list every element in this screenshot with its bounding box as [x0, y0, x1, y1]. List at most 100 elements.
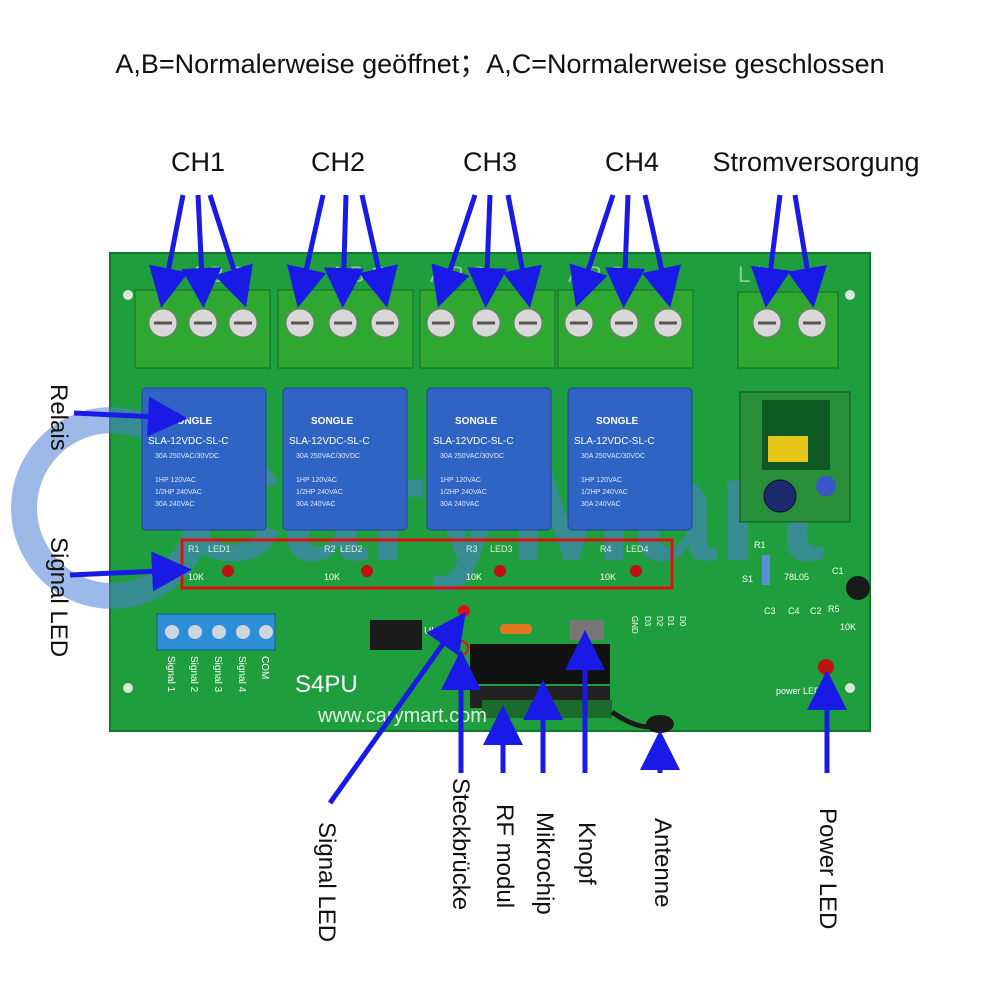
- svg-text:Signal 2: Signal 2: [188, 656, 199, 693]
- relay-ch1: SONGLE SLA-12VDC-SL-C 30A 250VAC/30VDC 1…: [141, 387, 267, 531]
- terminal-letters-ch4: A B C: [568, 262, 624, 287]
- svg-text:LED1: LED1: [208, 544, 231, 554]
- svg-text:30A 240VAC: 30A 240VAC: [440, 501, 480, 508]
- svg-text:ULN: ULN: [424, 626, 444, 637]
- svg-text:30A 240VAC: 30A 240VAC: [581, 501, 621, 508]
- svg-text:30A 250VAC/30VDC: 30A 250VAC/30VDC: [581, 453, 645, 460]
- svg-text:78L05: 78L05: [784, 572, 809, 582]
- callout-arrows: [69, 194, 847, 805]
- svg-text:R4: R4: [600, 544, 612, 554]
- terminal-block-ch4: [557, 289, 694, 369]
- svg-text:LED3: LED3: [490, 544, 513, 554]
- svg-text:R1: R1: [754, 540, 766, 550]
- label-power-supply: Stromversorgung: [712, 147, 920, 177]
- label-ch3: CH3: [462, 147, 518, 177]
- svg-text:SLA-12VDC-SL-C: SLA-12VDC-SL-C: [574, 436, 655, 447]
- label-antenne: Antenne: [649, 818, 676, 908]
- svg-text:D2: D2: [655, 616, 664, 627]
- svg-text:power LED: power LED: [776, 686, 821, 696]
- svg-text:R2: R2: [324, 544, 336, 554]
- svg-text:1HP 120VAC: 1HP 120VAC: [155, 477, 196, 484]
- svg-text:LED4: LED4: [626, 544, 649, 554]
- relay-ch2: SONGLE SLA-12VDC-SL-C 30A 250VAC/30VDC 1…: [282, 387, 408, 531]
- svg-text:D0: D0: [678, 616, 687, 627]
- power-supply-module: [739, 391, 851, 523]
- svg-text:D3: D3: [643, 616, 652, 627]
- label-signal-led-left: Signal LED: [45, 537, 72, 658]
- terminal-block-ch3: [419, 289, 556, 369]
- svg-text:30A 250VAC/30VDC: 30A 250VAC/30VDC: [296, 453, 360, 460]
- power-components: R1 S1 78L05 C1 C3 C4 C2 R5 10K power LED: [742, 540, 870, 696]
- svg-text:30A 250VAC/30VDC: 30A 250VAC/30VDC: [440, 453, 504, 460]
- svg-text:R3: R3: [466, 544, 478, 554]
- svg-text:C3: C3: [764, 606, 776, 616]
- svg-text:R1: R1: [188, 544, 200, 554]
- svg-text:SLA-12VDC-SL-C: SLA-12VDC-SL-C: [433, 436, 514, 447]
- label-ch4: CH4: [604, 147, 660, 177]
- svg-text:Signal 1: Signal 1: [165, 656, 176, 693]
- label-ch1: CH1: [170, 147, 226, 177]
- signal-terminal-labels: Signal 1 Signal 2 Signal 3 Signal 4 COM: [165, 656, 270, 693]
- svg-text:SONGLE: SONGLE: [170, 416, 213, 427]
- svg-text:SONGLE: SONGLE: [455, 416, 498, 427]
- svg-text:30A 240VAC: 30A 240VAC: [296, 501, 336, 508]
- label-signal-led-bottom: Signal LED: [313, 822, 340, 943]
- svg-text:1HP 120VAC: 1HP 120VAC: [296, 477, 337, 484]
- terminal-block-ch2: [277, 289, 414, 369]
- signal-terminal-block: [156, 613, 276, 651]
- svg-text:1/2HP 240VAC: 1/2HP 240VAC: [155, 489, 202, 496]
- uln-chip: [370, 620, 422, 650]
- svg-text:1HP 120VAC: 1HP 120VAC: [581, 477, 622, 484]
- relay-ch3: SONGLE SLA-12VDC-SL-C 30A 250VAC/30VDC 1…: [426, 387, 552, 531]
- label-rf-modul: RF modul: [491, 804, 518, 909]
- header-pins: GND D3 D2 D1 D0: [630, 616, 687, 634]
- mounting-hole: [845, 290, 855, 300]
- terminal-letters-ch3: A B C: [430, 262, 486, 287]
- svg-text:R5: R5: [828, 604, 840, 614]
- svg-text:GND: GND: [630, 616, 639, 634]
- svg-text:10K: 10K: [188, 572, 204, 582]
- terminal-block-power: [737, 291, 839, 369]
- svg-text:10K: 10K: [840, 622, 856, 632]
- svg-text:S1: S1: [742, 574, 753, 584]
- svg-text:C4: C4: [788, 606, 800, 616]
- relay-ch4: SONGLE SLA-12VDC-SL-C 30A 250VAC/30VDC 1…: [567, 387, 693, 531]
- label-ch2: CH2: [310, 147, 366, 177]
- caption: A,B=Normalerweise geöffnet；A,C=Normalerw…: [115, 49, 885, 79]
- svg-text:Signal 4: Signal 4: [236, 656, 247, 693]
- mounting-hole: [123, 683, 133, 693]
- signal-led-row: R1 LED1 10K R2 LED2 10K R3 LED3 10K R4 L…: [188, 544, 649, 582]
- svg-text:COM: COM: [259, 656, 270, 679]
- svg-text:1HP 120VAC: 1HP 120VAC: [440, 477, 481, 484]
- svg-text:10K: 10K: [324, 572, 340, 582]
- label-mikrochip: Mikrochip: [531, 812, 558, 915]
- svg-text:C1: C1: [832, 566, 844, 576]
- svg-text:LED2: LED2: [340, 544, 363, 554]
- svg-text:30A 240VAC: 30A 240VAC: [155, 501, 195, 508]
- svg-text:10K: 10K: [466, 572, 482, 582]
- label-relais: Relais: [45, 384, 72, 451]
- svg-text:10K: 10K: [600, 572, 616, 582]
- label-power-led: Power LED: [814, 808, 841, 930]
- svg-text:1/2HP 240VAC: 1/2HP 240VAC: [581, 489, 628, 496]
- terminal-block-ch1: [134, 289, 271, 369]
- svg-text:Signal 3: Signal 3: [212, 656, 223, 693]
- board-url: www.carymart.com: [317, 705, 487, 727]
- antenna-connector: [646, 715, 674, 733]
- button-knopf: [570, 620, 604, 640]
- label-steckbruecke: Steckbrücke: [447, 778, 474, 911]
- svg-text:30A 250VAC/30VDC: 30A 250VAC/30VDC: [155, 453, 219, 460]
- controller-area: [453, 605, 612, 718]
- svg-text:D1: D1: [666, 616, 675, 627]
- mounting-hole: [845, 683, 855, 693]
- svg-text:1/2HP 240VAC: 1/2HP 240VAC: [440, 489, 487, 496]
- board-model: S4PU: [295, 671, 358, 698]
- svg-text:C2: C2: [810, 606, 822, 616]
- mounting-hole: [123, 290, 133, 300]
- label-knopf: Knopf: [573, 822, 600, 885]
- svg-text:1/2HP 240VAC: 1/2HP 240VAC: [296, 489, 343, 496]
- svg-text:SONGLE: SONGLE: [311, 416, 354, 427]
- svg-text:SONGLE: SONGLE: [596, 416, 639, 427]
- power-led: [818, 659, 834, 675]
